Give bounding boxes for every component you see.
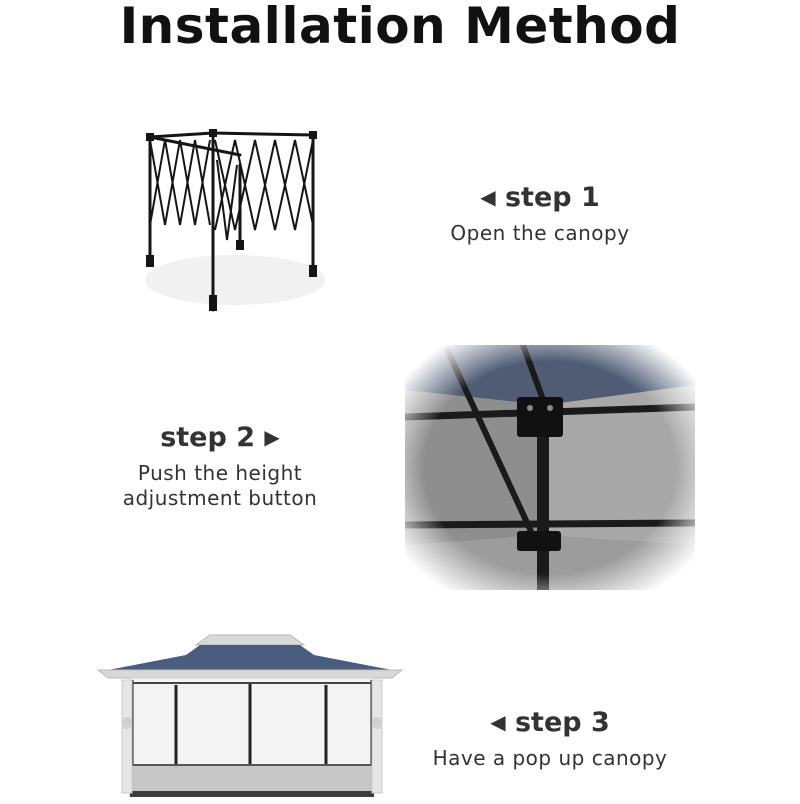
step-3-label: step 3	[514, 707, 610, 738]
step-3: ◀ step 3 Have a pop up canopy	[420, 705, 680, 771]
step-2: step 2 ▶ Push the height adjustment butt…	[105, 420, 335, 511]
folding-frame-image	[135, 125, 330, 320]
step-3-heading: ◀ step 3	[420, 705, 680, 740]
step-1-label: step 1	[504, 182, 600, 213]
height-adjustment-image	[401, 342, 699, 596]
step-1: ◀ step 1 Open the canopy	[420, 180, 660, 246]
step-2-label: step 2	[160, 422, 255, 453]
page-title: Installation Method	[119, 0, 681, 55]
step-1-heading: ◀ step 1	[420, 180, 660, 215]
step-3-description: Have a pop up canopy	[432, 746, 668, 770]
step-1-description: Open the canopy	[450, 221, 630, 245]
arrow-left-icon: ◀	[490, 710, 506, 734]
assembled-gazebo-image	[92, 625, 408, 800]
arrow-left-icon: ◀	[480, 185, 496, 209]
step-2-heading: step 2 ▶	[105, 420, 335, 455]
arrow-right-icon: ▶	[264, 425, 280, 449]
step-2-description-line-1: Push the height	[137, 461, 303, 485]
step-2-description-line-2: adjustment button	[122, 486, 318, 510]
